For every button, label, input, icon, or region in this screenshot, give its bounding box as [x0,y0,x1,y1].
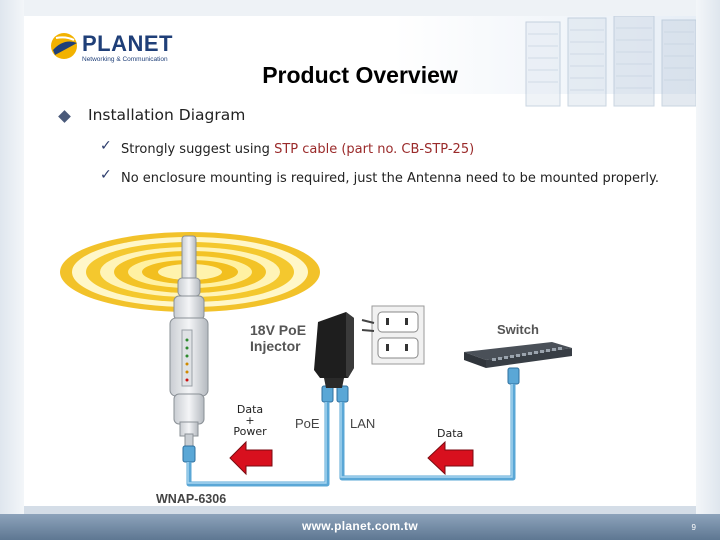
wnap-6306-device [169,235,209,447]
wall-outlet [361,305,425,365]
poe-injector [314,312,354,388]
lan-port-label: LAN [350,416,376,431]
stp-cable-part-number: STP cable (part no. CB-STP-25) [274,142,475,157]
device-model-label: WNAP-6306 [156,492,227,506]
page-number: 9 [691,523,696,532]
right-border [696,0,720,540]
ethernet-cables [186,384,516,487]
checkmark-icon: ✓ [100,138,112,154]
sub-item-stp-cable: Strongly suggest using STP cable (part n… [121,142,661,158]
network-switch [464,342,572,368]
brand-tagline: Networking & Communication [82,56,168,63]
bullet-installation-diagram: Installation Diagram [88,106,246,124]
switch-label: Switch [497,322,539,337]
data-power-line2: Power [233,425,267,438]
cable-highlights [187,384,513,484]
sub-item-enclosure: No enclosure mounting is required, just … [121,171,659,186]
footer-url: www.planet.com.tw [301,519,418,533]
data-label: Data [437,427,464,440]
sub-item-text: Strongly suggest using [121,142,275,157]
injector-label-line2: Injector [250,338,301,354]
data-power-label: Data + Power [228,404,272,437]
slide-title: Product Overview [262,62,458,88]
arrow-left-icon [229,440,273,476]
top-band [0,0,720,16]
data-power-plus: + [245,414,255,427]
footer-strip [24,506,696,514]
checkmark-icon: ✓ [100,167,112,183]
arrow-left-icon [427,440,474,476]
server-rack-graphic [525,16,696,107]
injector-label-line1: 18V PoE [250,322,307,338]
footer-bar [0,514,720,540]
data-power-line1: Data [236,403,264,416]
planet-logo-icon [51,33,77,59]
left-border [0,0,24,540]
poe-port-label: PoE [295,416,320,431]
brand-name: PLANET [82,31,173,56]
injector-label: 18V PoE Injector [250,322,306,354]
